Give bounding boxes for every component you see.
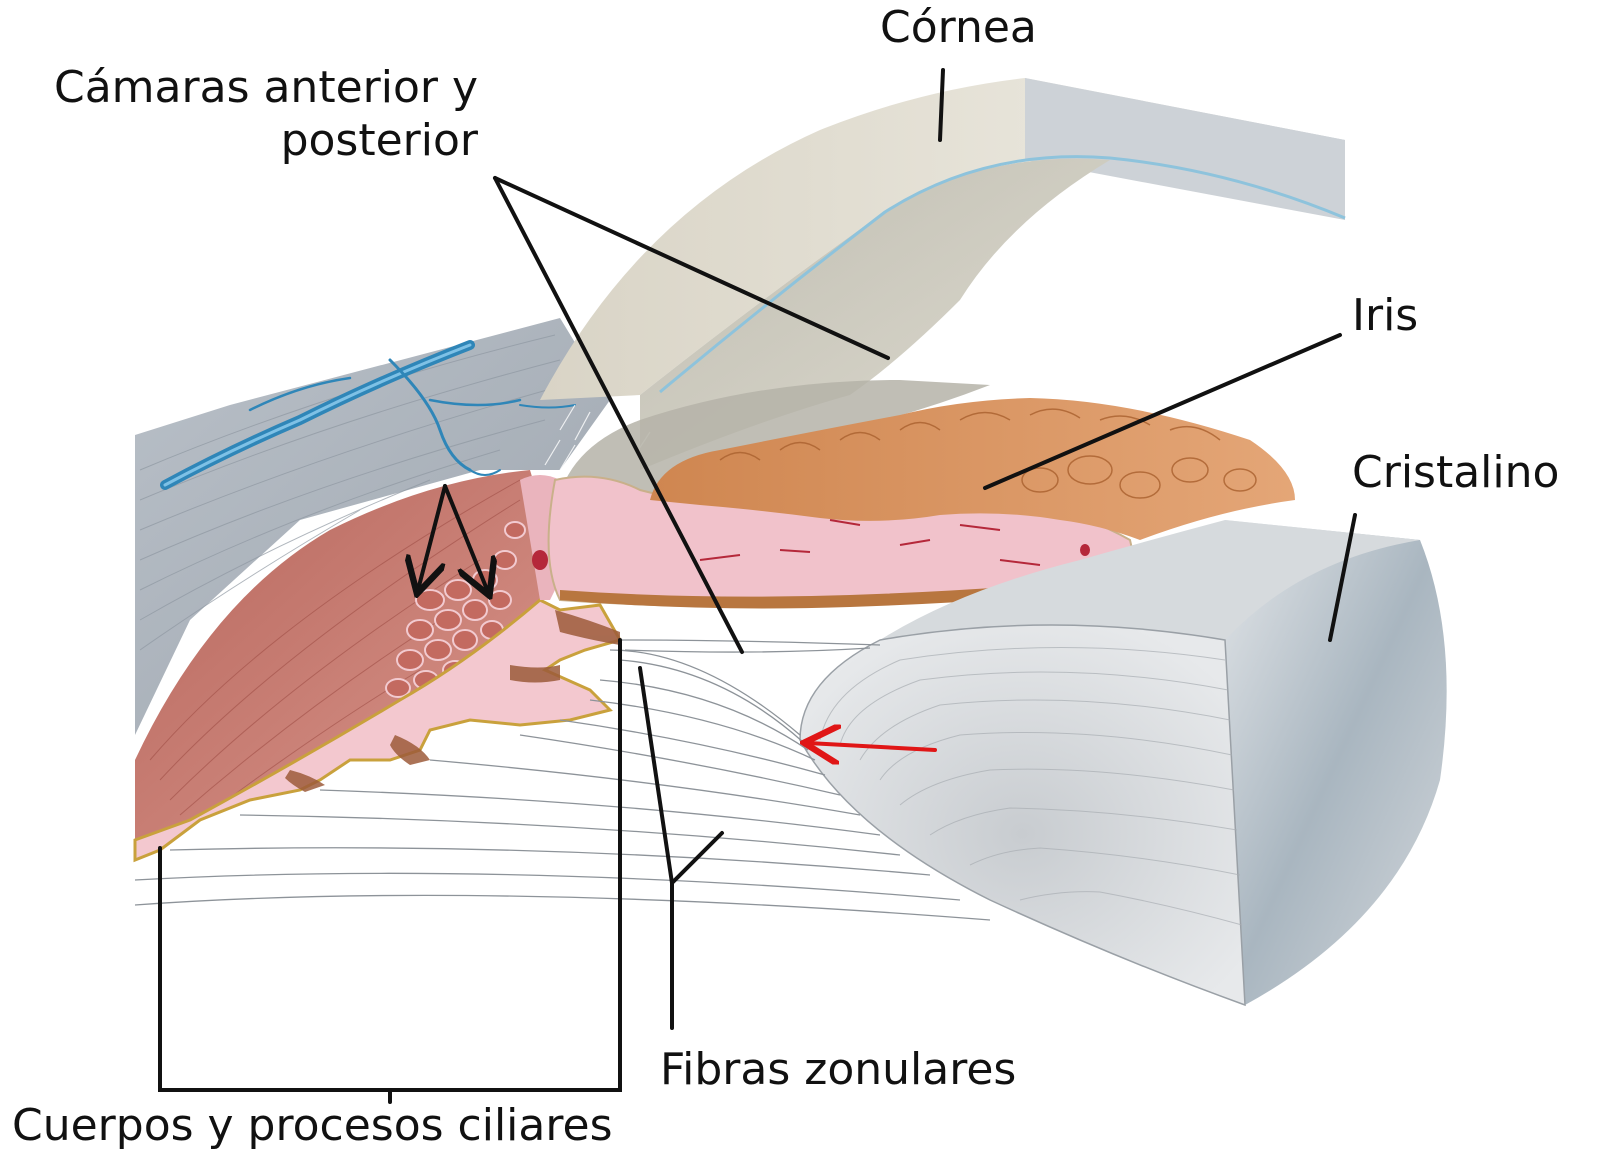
- label-camaras-line2: posterior: [54, 115, 478, 168]
- label-camaras: Cámaras anterior y posterior: [54, 62, 478, 168]
- ciliary-vessel: [532, 550, 548, 570]
- label-fibras-zonulares: Fibras zonulares: [660, 1044, 1016, 1097]
- leader-fibras: [672, 833, 722, 1028]
- label-camaras-line1: Cámaras anterior y: [54, 62, 478, 115]
- leader-fibras-2: [640, 668, 672, 883]
- label-cuerpos-procesos-ciliares: Cuerpos y procesos ciliares: [12, 1100, 613, 1153]
- label-iris: Iris: [1352, 290, 1418, 343]
- label-cornea: Córnea: [880, 2, 1037, 55]
- label-cristalino: Cristalino: [1352, 447, 1559, 500]
- iris-sphincter-vessel: [1080, 544, 1090, 556]
